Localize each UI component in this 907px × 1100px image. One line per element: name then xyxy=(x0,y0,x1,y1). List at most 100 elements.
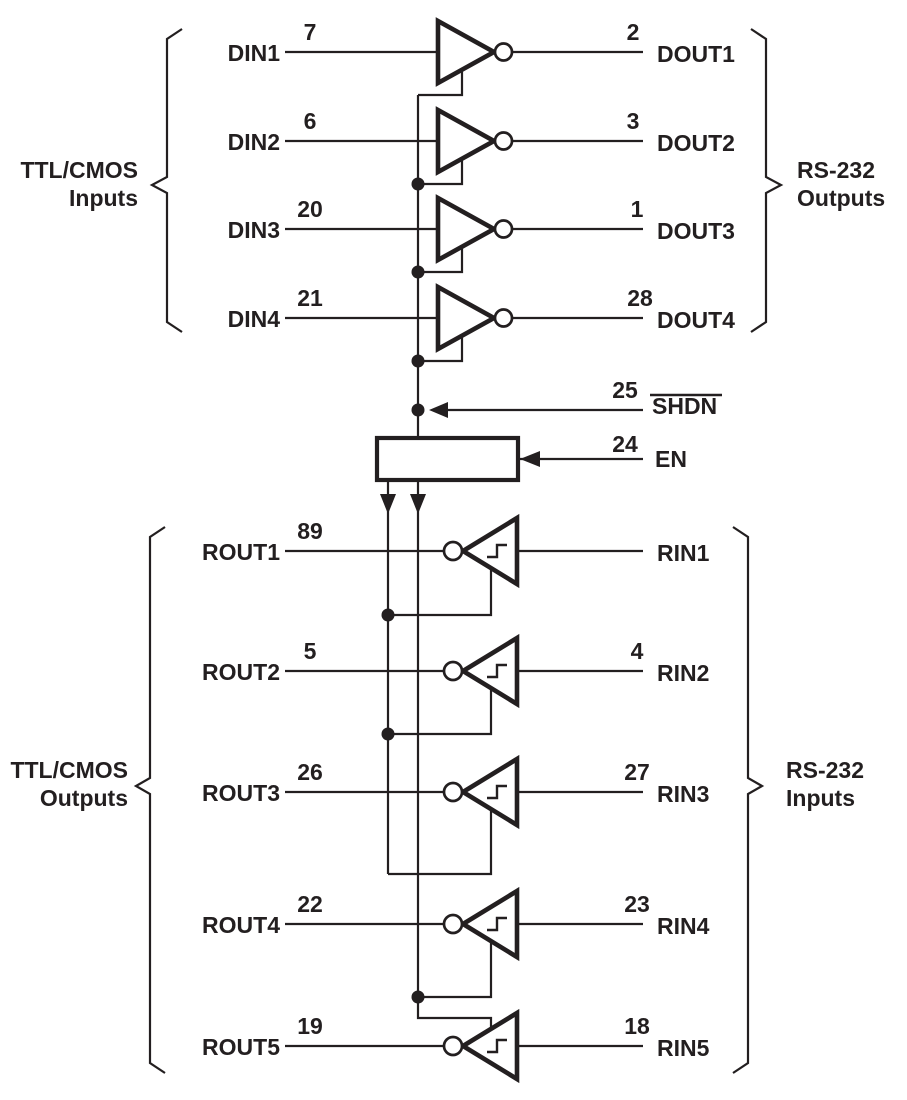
driver-wires xyxy=(285,50,643,438)
section-label-line: Outputs xyxy=(40,785,128,811)
rin1-label: RIN1 xyxy=(657,540,710,566)
section-label-line: Outputs xyxy=(797,185,885,211)
section-label-line: Inputs xyxy=(786,785,855,811)
receiver4-inverter-bubble xyxy=(442,913,464,935)
receiver1-triangle xyxy=(458,513,520,589)
receiver2-triangle xyxy=(458,633,520,709)
receiver3-hysteresis-icon xyxy=(487,784,507,800)
rout5-pin: 19 xyxy=(297,1013,323,1039)
shdn-arrowhead-icon xyxy=(429,402,448,418)
rout4-pin: 22 xyxy=(297,891,323,917)
rin5-pin: 18 xyxy=(624,1013,650,1039)
dout3-pin: 1 xyxy=(631,196,644,222)
en-arrowhead-icon xyxy=(520,451,540,467)
driver4-inverter-bubble xyxy=(493,308,514,328)
section-label-line: RS-232 xyxy=(797,157,875,183)
junction-dot xyxy=(411,990,425,1004)
rout5-label: ROUT5 xyxy=(202,1034,280,1060)
dout2-label: DOUT2 xyxy=(657,130,735,156)
brace-ttl-inputs xyxy=(149,28,183,333)
din2-label: DIN2 xyxy=(228,129,280,155)
junction-dot xyxy=(381,727,395,741)
junction-dot xyxy=(411,265,425,279)
driver2-triangle xyxy=(435,106,499,176)
receiver3-inverter-bubble xyxy=(442,781,464,803)
shdn-pin: 25 xyxy=(612,377,638,403)
rin4-label: RIN4 xyxy=(657,913,710,939)
enable-down-arrow-right-icon xyxy=(410,494,426,514)
junction-dot xyxy=(411,177,425,191)
driver4-enable-wire xyxy=(418,330,464,363)
dout3-label: DOUT3 xyxy=(657,218,735,244)
control-wires xyxy=(386,408,643,997)
dout4-pin: 28 xyxy=(627,285,653,311)
dout1-pin: 2 xyxy=(627,19,640,45)
din3-pin: 20 xyxy=(297,196,323,222)
section-label-ttl-inputs: TTL/CMOS Inputs xyxy=(20,157,138,211)
section-label-line: RS-232 xyxy=(786,757,864,783)
section-label-rs232-outputs: RS-232 Outputs xyxy=(797,157,885,211)
driver2-enable-wire xyxy=(418,153,464,186)
rout2-label: ROUT2 xyxy=(202,659,280,685)
rout2-pin: 5 xyxy=(304,638,317,664)
rin4-pin: 23 xyxy=(624,891,650,917)
rin3-pin: 27 xyxy=(624,759,650,785)
driver1-enable-wire xyxy=(418,64,464,97)
junction-dots xyxy=(381,177,425,1004)
din4-pin: 21 xyxy=(297,285,323,311)
driver1-inverter-bubble xyxy=(493,42,514,62)
driver-labels: 7 DIN1 2 DOUT1 6 DIN2 3 DOUT2 20 DIN3 1 … xyxy=(228,19,736,333)
din3-label: DIN3 xyxy=(228,217,280,243)
dout2-pin: 3 xyxy=(627,108,640,134)
junction-dot xyxy=(411,354,425,368)
receiver-buffers xyxy=(442,513,520,1084)
control-box xyxy=(374,435,521,483)
rin5-label: RIN5 xyxy=(657,1035,710,1061)
en-pin: 24 xyxy=(612,431,638,457)
rin2-label: RIN2 xyxy=(657,660,709,686)
driver2-inverter-bubble xyxy=(493,131,514,151)
section-label-line: TTL/CMOS xyxy=(10,757,128,783)
receiver5-triangle xyxy=(458,1008,520,1084)
receiver2-hysteresis-icon xyxy=(487,663,507,679)
brace-rs232-outputs xyxy=(750,28,784,333)
junction-dot xyxy=(411,403,425,417)
section-label-rs232-inputs: RS-232 Inputs xyxy=(786,757,864,811)
section-label-line: TTL/CMOS xyxy=(20,157,138,183)
receiver4-enable-wire xyxy=(418,934,493,999)
dout1-label: DOUT1 xyxy=(657,41,735,67)
receiver1-inverter-bubble xyxy=(442,540,464,562)
din1-label: DIN1 xyxy=(228,40,281,66)
driver4-triangle xyxy=(435,283,499,353)
din4-label: DIN4 xyxy=(228,306,281,332)
control-labels: 25 SHDN 24 EN xyxy=(612,377,722,472)
din2-pin: 6 xyxy=(304,108,317,134)
receiver-labels: 89 ROUT1 RIN1 5 ROUT2 4 RIN2 26 ROUT3 27… xyxy=(202,518,710,1061)
rin3-label: RIN3 xyxy=(657,781,709,807)
receiver-wires xyxy=(285,549,643,1048)
en-label: EN xyxy=(655,446,687,472)
brace-ttl-outputs xyxy=(133,526,166,1074)
receiver1-enable-wire xyxy=(388,561,493,617)
section-label-line: Inputs xyxy=(69,185,138,211)
receiver4-triangle xyxy=(458,886,520,962)
rout1-label: ROUT1 xyxy=(202,539,280,565)
dout4-label: DOUT4 xyxy=(657,307,735,333)
receiver2-inverter-bubble xyxy=(442,660,464,682)
rin2-pin: 4 xyxy=(631,638,644,664)
enable-down-arrow-left-icon xyxy=(380,494,396,514)
rout3-pin: 26 xyxy=(297,759,323,785)
receiver5-hysteresis-icon xyxy=(487,1038,507,1054)
rout1-pin: 89 xyxy=(297,518,323,544)
din1-pin: 7 xyxy=(304,19,317,45)
driver1-triangle xyxy=(435,17,499,87)
receiver5-inverter-bubble xyxy=(442,1035,464,1057)
driver3-triangle xyxy=(435,194,499,264)
rout4-label: ROUT4 xyxy=(202,912,280,938)
section-label-ttl-outputs: TTL/CMOS Outputs xyxy=(10,757,128,811)
brace-rs232-inputs xyxy=(732,526,765,1074)
driver-buffers xyxy=(435,17,514,353)
receiver3-enable-wire xyxy=(388,802,493,876)
junction-dot xyxy=(381,608,395,622)
